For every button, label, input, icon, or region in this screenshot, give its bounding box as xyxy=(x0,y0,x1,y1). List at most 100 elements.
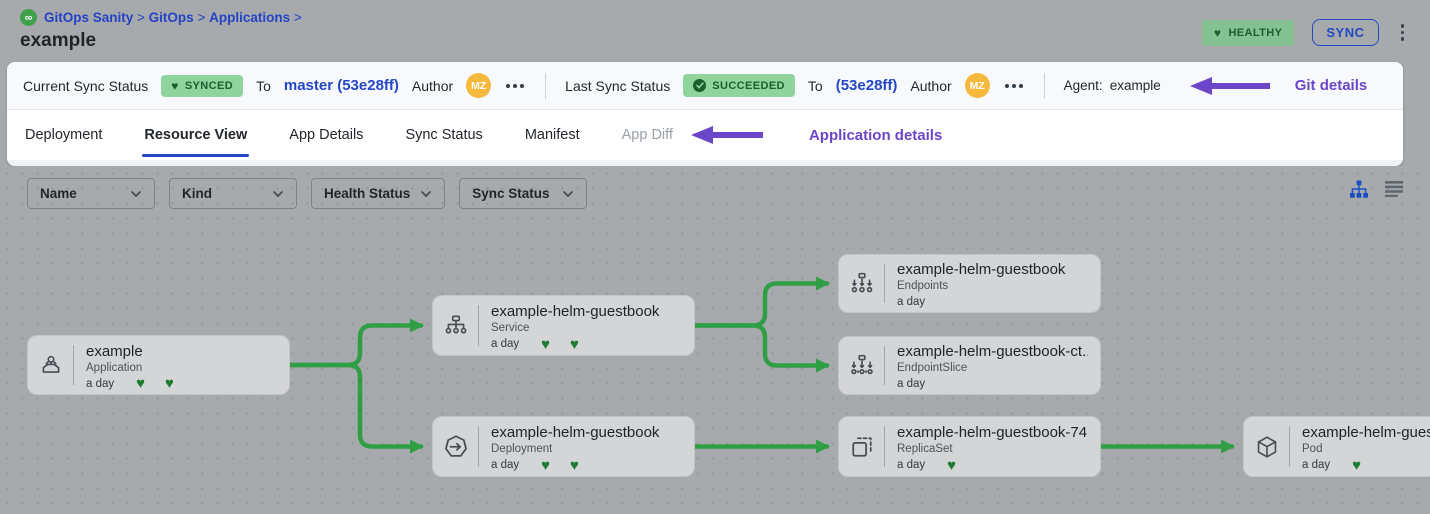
to-label: To xyxy=(256,77,271,94)
arrow-left-icon xyxy=(689,124,763,146)
tab-app-diff[interactable]: App Diff xyxy=(621,127,673,143)
resource-age: a day xyxy=(86,377,115,390)
heart-icon: ♥ xyxy=(1352,456,1362,474)
health-hearts: ♥♥ xyxy=(136,375,174,392)
resource-kind: Application xyxy=(86,361,143,374)
resource-age: a day xyxy=(897,296,926,308)
resource-kind: Endpoints xyxy=(897,280,949,292)
current-commit-link[interactable]: master (53e28ff) xyxy=(283,77,399,94)
breadcrumb-link[interactable]: GitOps Sanity xyxy=(44,10,134,25)
tab-app-details[interactable]: App Details xyxy=(289,127,364,143)
resource-name: example-helm-guestbook xyxy=(491,303,660,320)
more-options-icon[interactable] xyxy=(1003,80,1025,92)
filter-bar: Name Kind Health Status Sync Status xyxy=(27,178,588,209)
breadcrumb-separator: > xyxy=(193,10,210,25)
tab-resource-view[interactable]: Resource View xyxy=(142,110,250,160)
chevron-down-icon xyxy=(420,186,432,201)
resource-age: a day xyxy=(1302,459,1331,471)
resource-node-service[interactable]: example-helm-guestbook Service a day ♥♥ xyxy=(432,295,695,356)
gitops-logo-icon: ∞ xyxy=(20,9,37,26)
resource-tree-edges xyxy=(287,276,1235,454)
replicaset-icon xyxy=(839,426,885,467)
resource-node-deployment[interactable]: example-helm-guestbook Deployment a day … xyxy=(432,416,695,477)
endpoints-icon xyxy=(839,264,885,303)
breadcrumb-separator: > xyxy=(133,10,149,25)
author-avatar: MZ xyxy=(466,73,492,98)
resource-age: a day xyxy=(897,378,926,390)
breadcrumb-link[interactable]: GitOps xyxy=(148,10,194,25)
succeeded-badge: SUCCEEDED xyxy=(683,74,795,97)
last-commit-link[interactable]: (53e28ff) xyxy=(835,77,898,94)
view-toggles xyxy=(1349,180,1404,199)
author-label: Author xyxy=(411,77,454,94)
heart-icon: ♥ xyxy=(541,456,551,474)
resource-node-endpointslice[interactable]: example-helm-guestbook-ct... EndpointSli… xyxy=(838,336,1101,395)
heart-icon: ♥ xyxy=(136,375,146,392)
check-circle-icon xyxy=(693,79,707,92)
chevron-down-icon xyxy=(272,186,284,201)
resource-name: example-helm-guestbook-74... xyxy=(897,424,1088,441)
git-details-annotation: Git details xyxy=(1294,77,1368,94)
filter-kind[interactable]: Kind xyxy=(169,178,297,209)
heart-icon: ♥ xyxy=(165,375,174,392)
tab-deployment[interactable]: Deployment xyxy=(25,127,103,143)
breadcrumb-separator: > xyxy=(290,10,302,25)
arrow-left-icon xyxy=(1188,75,1270,97)
resource-node-endpoints[interactable]: example-helm-guestbook Endpoints a day xyxy=(838,254,1101,313)
resource-kind: ReplicaSet xyxy=(897,443,953,455)
heart-icon: ♥ xyxy=(570,335,579,353)
breadcrumb[interactable]: ∞ GitOps Sanity > GitOps > Applications … xyxy=(20,9,302,26)
resource-kind: Pod xyxy=(1302,443,1323,455)
heart-icon: ♥ xyxy=(1213,25,1222,40)
heart-icon: ♥ xyxy=(947,456,957,474)
author-avatar: MZ xyxy=(964,73,990,98)
resource-name: example-helm-guestbook-ct... xyxy=(897,343,1088,360)
endpointslice-icon xyxy=(839,346,885,385)
panel-footer xyxy=(7,160,1403,166)
pod-icon xyxy=(1244,426,1290,467)
health-hearts: ♥♥ xyxy=(541,335,579,353)
resource-node-application[interactable]: example Application a day ♥♥ xyxy=(27,335,290,395)
filter-name[interactable]: Name xyxy=(27,178,155,209)
health-hearts: ♥♥ xyxy=(541,456,579,474)
chevron-down-icon xyxy=(562,186,574,201)
application-details-annotation: Application details xyxy=(808,126,943,144)
author-label: Author xyxy=(910,77,952,94)
tab-manifest[interactable]: Manifest xyxy=(524,127,580,143)
last-sync-status-label: Last Sync Status xyxy=(565,77,671,94)
resource-tree-canvas: Name Kind Health Status Sync Status xyxy=(0,166,1430,514)
kebab-menu-icon[interactable] xyxy=(1397,21,1409,44)
more-options-icon[interactable] xyxy=(504,80,526,92)
heart-icon: ♥ xyxy=(171,78,179,93)
resource-age: a day xyxy=(491,338,520,350)
filter-health-status[interactable]: Health Status xyxy=(311,178,446,209)
tabs-bar: Deployment Resource View App Details Sync S… xyxy=(7,110,1403,160)
agent-label: Agent: xyxy=(1063,78,1103,93)
service-icon xyxy=(433,305,479,346)
heart-icon: ♥ xyxy=(541,335,551,353)
application-icon xyxy=(28,345,74,385)
tree-view-icon[interactable] xyxy=(1349,180,1369,199)
sync-button[interactable]: SYNC xyxy=(1312,19,1379,46)
resource-name: example-helm-guest xyxy=(1302,424,1430,441)
resource-kind: EndpointSlice xyxy=(897,362,968,374)
resource-age: a day xyxy=(491,459,520,471)
synced-badge: ♥ SYNCED xyxy=(161,74,244,97)
resource-name: example-helm-guestbook xyxy=(491,424,660,441)
deployment-icon xyxy=(433,426,479,467)
resource-node-pod[interactable]: example-helm-guest Pod a day ♥ xyxy=(1243,416,1430,477)
chevron-down-icon xyxy=(130,186,142,201)
page-title: example xyxy=(20,30,97,51)
resource-kind: Deployment xyxy=(491,443,553,455)
sync-status-bar: Current Sync Status ♥ SYNCED To master (… xyxy=(7,62,1403,110)
resource-age: a day xyxy=(897,459,926,471)
health-hearts: ♥ xyxy=(947,456,957,474)
list-view-icon[interactable] xyxy=(1385,180,1404,199)
divider xyxy=(545,72,547,99)
tab-sync-status[interactable]: Sync Status xyxy=(405,127,483,143)
filter-sync-status[interactable]: Sync Status xyxy=(459,178,588,209)
resource-node-replicaset[interactable]: example-helm-guestbook-74... ReplicaSet … xyxy=(838,416,1101,477)
breadcrumb-link[interactable]: Applications xyxy=(209,10,291,25)
divider xyxy=(1043,72,1045,99)
app-details-panel: Current Sync Status ♥ SYNCED To master (… xyxy=(7,62,1403,166)
